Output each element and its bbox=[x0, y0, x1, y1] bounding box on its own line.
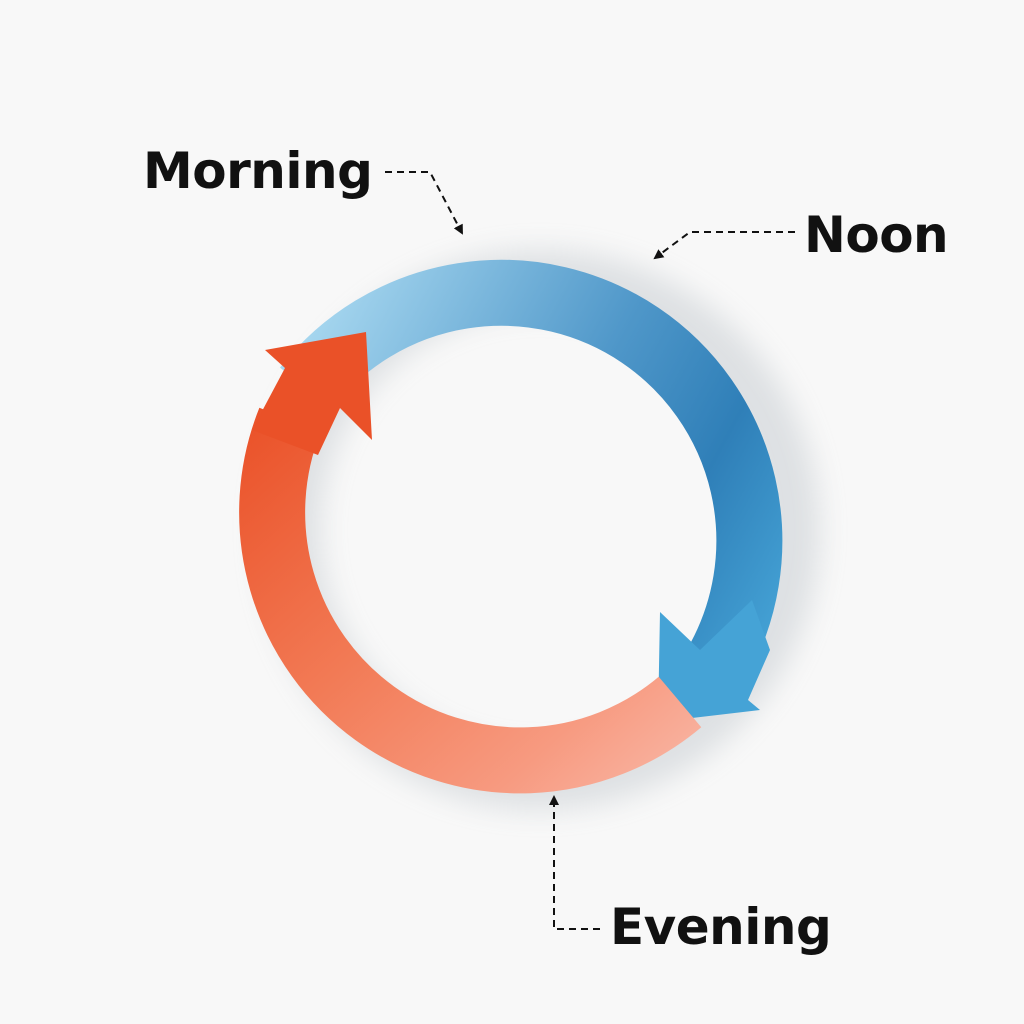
label-morning: Morning bbox=[143, 142, 373, 200]
morning-leader-line bbox=[385, 171, 463, 235]
orange-arrowhead-icon bbox=[252, 332, 372, 455]
noon-leader-line bbox=[653, 231, 795, 260]
blue-arrowhead-icon bbox=[658, 600, 770, 722]
blue-arrow bbox=[280, 259, 783, 722]
label-noon: Noon bbox=[804, 206, 949, 264]
orange-arrow bbox=[239, 332, 702, 794]
evening-leader-line bbox=[549, 795, 600, 930]
label-evening: Evening bbox=[610, 898, 832, 956]
